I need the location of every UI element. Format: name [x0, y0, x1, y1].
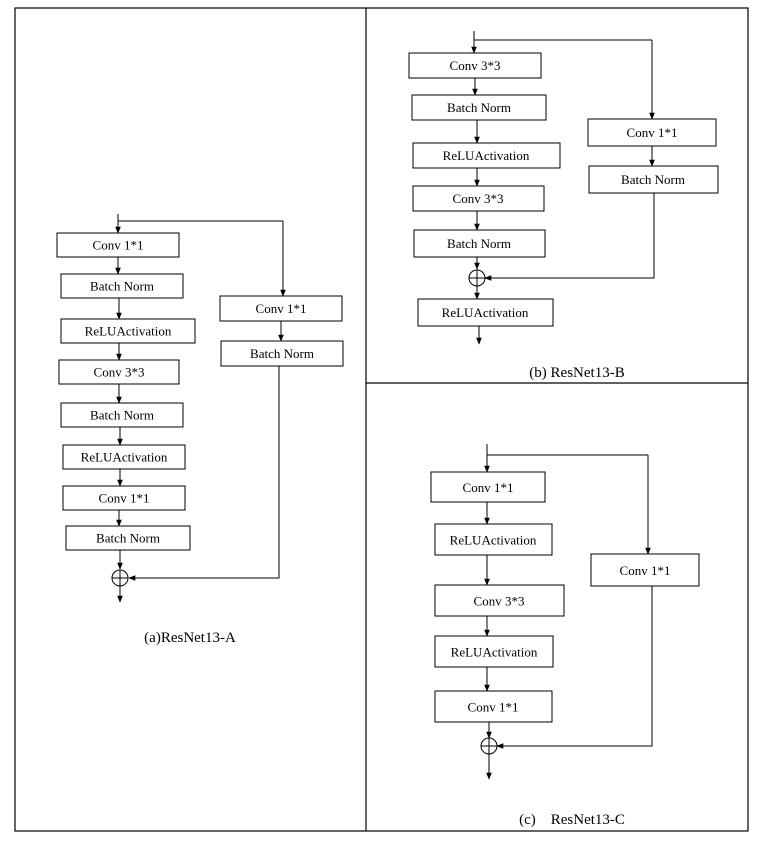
c-main-box-3 — [434, 584, 565, 617]
b-main-box-1 — [408, 52, 542, 79]
b-main-box-5 — [413, 229, 546, 258]
a-main-box-4 — [58, 359, 180, 385]
b-main-label-4: Conv 3*3 — [453, 191, 504, 206]
b-after-box-1 — [417, 298, 554, 327]
a-shortcut-merge-line — [128, 366, 280, 581]
c-shortcut-merge-line — [496, 586, 653, 749]
a-shortcut-label-1: Conv 1*1 — [256, 301, 307, 316]
panel-c: Conv 1*1 ReLUActivation Conv 3*3 ReLUAct… — [430, 444, 700, 828]
a-main-box-6 — [62, 444, 186, 470]
panel-a: Conv 1*1 Batch Norm ReLUActivation Conv … — [56, 214, 344, 646]
a-main-label-8: Batch Norm — [96, 531, 160, 546]
a-caption: (a)ResNet13-A — [144, 630, 236, 646]
b-shortcut-label-2: Batch Norm — [621, 172, 685, 187]
a-main-label-5: Batch Norm — [90, 408, 154, 423]
b-main-box-3 — [412, 142, 561, 169]
c-main-label-1: Conv 1*1 — [463, 480, 514, 495]
b-main-box-4 — [412, 185, 545, 212]
c-main-label-3: Conv 3*3 — [474, 594, 525, 609]
a-main-label-2: Batch Norm — [90, 279, 154, 294]
a-main-box-1 — [56, 232, 180, 258]
c-main-box-5 — [434, 690, 553, 723]
a-main-box-8 — [65, 525, 191, 551]
a-main-box-7 — [62, 485, 186, 511]
a-main-label-7: Conv 1*1 — [99, 491, 150, 506]
a-main-label-4: Conv 3*3 — [94, 365, 145, 380]
a-main-label-6: ReLUActivation — [81, 450, 168, 465]
b-main-label-3: ReLUActivation — [443, 148, 530, 163]
c-caption: (c) ResNet13-C — [519, 812, 625, 828]
c-main-box-1 — [430, 471, 546, 503]
a-main-box-5 — [60, 402, 184, 428]
b-caption: (b) ResNet13-B — [529, 365, 624, 381]
b-shortcut-label-1: Conv 1*1 — [627, 125, 678, 140]
a-shortcut-box-2 — [220, 340, 344, 367]
b-shortcut-box-1 — [587, 118, 717, 147]
a-shortcut-label-2: Batch Norm — [250, 346, 314, 361]
c-main-label-2: ReLUActivation — [450, 533, 537, 548]
panel-b: Conv 3*3 Batch Norm ReLUActivation Conv … — [408, 31, 719, 381]
c-main-label-4: ReLUActivation — [451, 645, 538, 660]
b-after-label-1: ReLUActivation — [442, 305, 529, 320]
c-shortcut-label-1: Conv 1*1 — [620, 563, 671, 578]
b-shortcut-box-2 — [588, 165, 719, 194]
b-main-label-1: Conv 3*3 — [450, 58, 501, 73]
c-main-label-5: Conv 1*1 — [468, 700, 519, 715]
b-shortcut-merge-line — [484, 193, 655, 281]
b-main-box-2 — [411, 94, 547, 121]
figure-frame — [14, 7, 749, 832]
c-shortcut-box-1 — [590, 553, 700, 587]
b-main-label-5: Batch Norm — [447, 236, 511, 251]
a-main-box-2 — [60, 273, 184, 299]
a-main-label-1: Conv 1*1 — [93, 238, 144, 253]
a-main-box-3 — [60, 318, 196, 344]
a-shortcut-box-1 — [219, 295, 343, 322]
b-main-label-2: Batch Norm — [447, 100, 511, 115]
a-main-label-3: ReLUActivation — [85, 324, 172, 339]
c-main-box-2 — [434, 523, 553, 556]
c-main-box-4 — [434, 635, 554, 668]
